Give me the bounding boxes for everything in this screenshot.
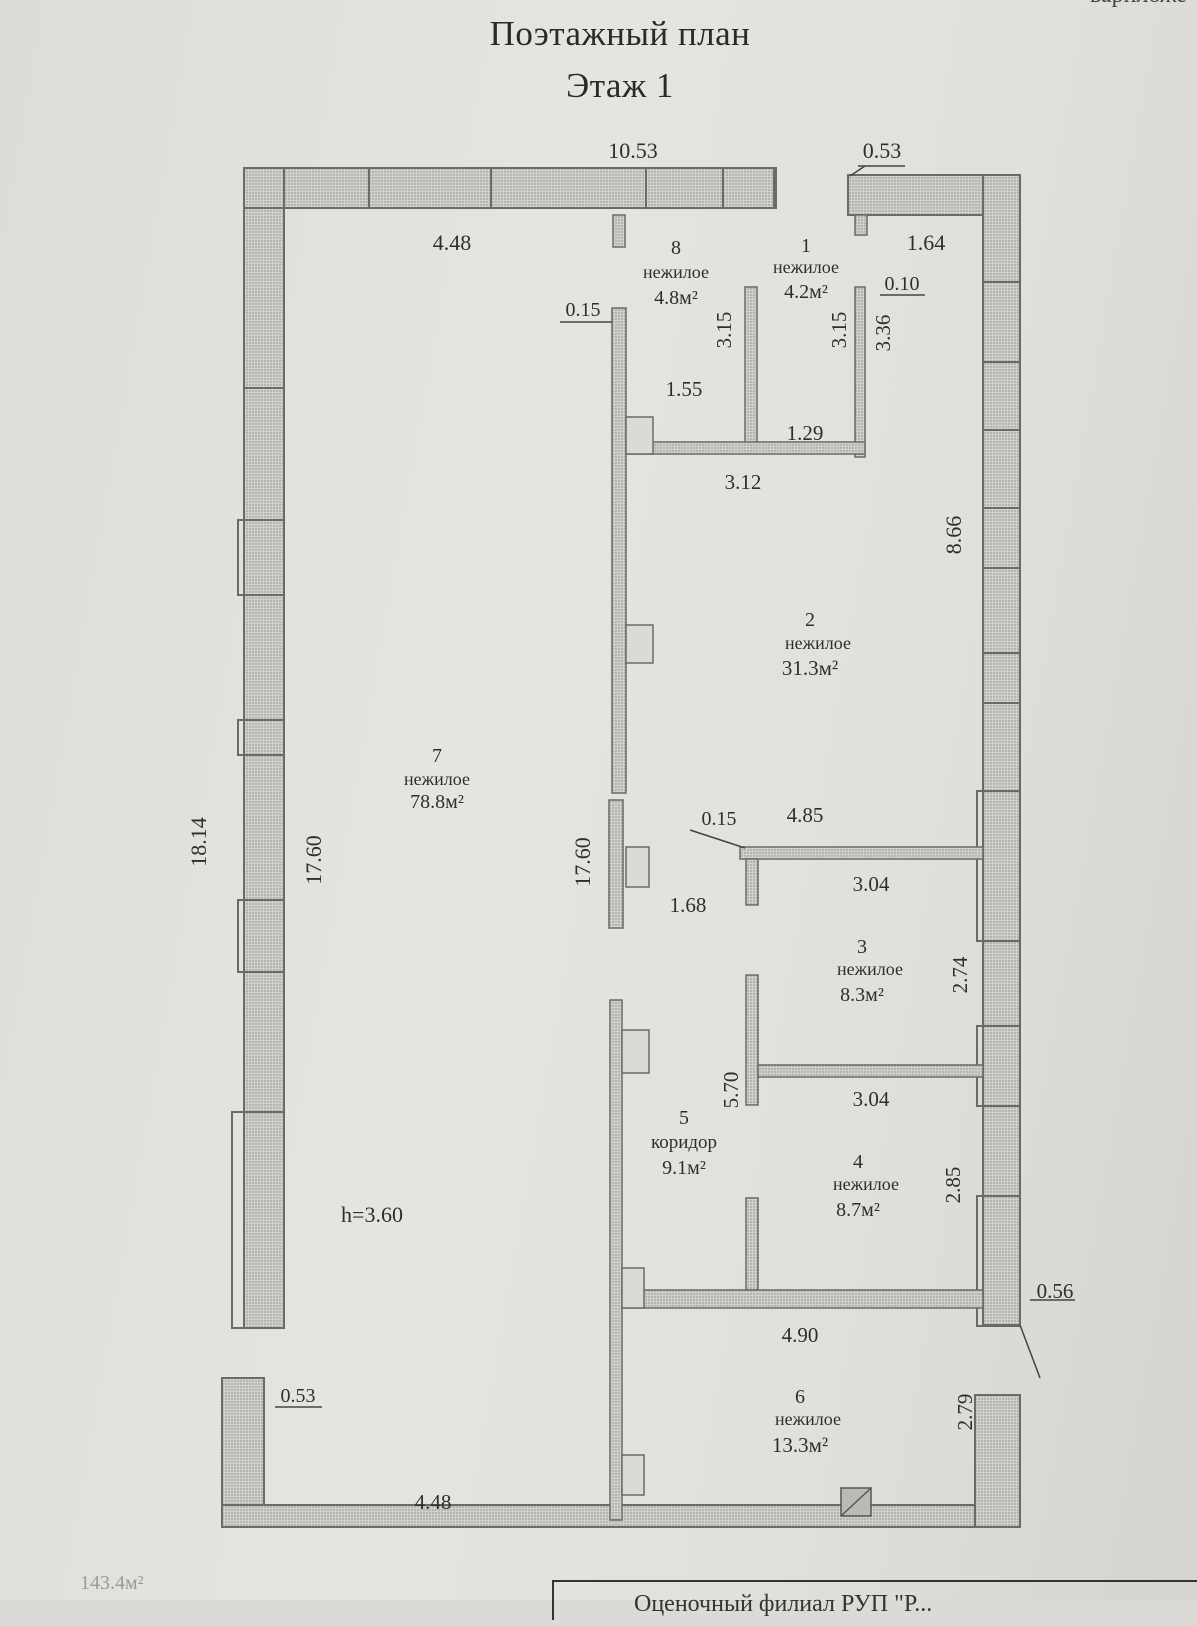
room-area: 31.3м² (782, 656, 838, 680)
room-use: нежилое (837, 959, 903, 979)
plan-title: Поэтажный план (489, 14, 751, 53)
dim-right-wall: 0.56 (1037, 1279, 1074, 1303)
dim-room6-top-width: 4.90 (782, 1323, 819, 1347)
room-2-label: 2 нежилое 31.3м² (782, 609, 851, 680)
room-number: 7 (432, 745, 442, 767)
dim-top-right-wall: 0.53 (863, 138, 902, 163)
dim-bottom-left-wall: 0.53 (281, 1385, 316, 1407)
room-3-label: 3 нежилое 8.3м² (837, 936, 903, 1006)
dim-room8-width: 1.55 (666, 377, 703, 401)
room-area: 4.8м² (654, 287, 698, 309)
room-number: 8 (671, 237, 681, 259)
dim-room4-height: 2.85 (941, 1167, 965, 1204)
room-6-label: 6 нежилое 13.3м² (772, 1386, 841, 1457)
left-windows (231, 387, 285, 1329)
room-number: 1 (801, 235, 811, 257)
dim-partition-1: 0.10 (885, 273, 920, 295)
room-use: коридор (651, 1132, 717, 1153)
stamp-text: Оценочный филиал РУП "Р... (634, 1591, 933, 1617)
room-area: 8.3м² (840, 984, 884, 1006)
room-use: нежилое (643, 262, 709, 282)
dim-room4-top-width: 3.04 (853, 1087, 890, 1111)
room-area: 4.2м² (784, 281, 828, 303)
dim-room7-length-right: 17.60 (570, 837, 595, 887)
room-use: нежилое (775, 1409, 841, 1429)
room-use: нежилое (785, 633, 851, 653)
dim-room8-height: 3.15 (712, 312, 736, 349)
dim-room6-height: 2.79 (953, 1394, 977, 1431)
room-area: 78.8м² (410, 791, 464, 813)
exterior-walls (221, 167, 1021, 1528)
dim-room5-height: 5.70 (719, 1072, 743, 1109)
dim-top-right-inner: 1.64 (907, 230, 946, 255)
dim-top-width: 10.53 (608, 138, 658, 163)
total-area: 143.4м² (80, 1572, 144, 1594)
leader-lines (275, 165, 1075, 1408)
dimension-labels: 10.53 0.53 4.48 1.64 0.15 0.10 1.55 1.29… (186, 138, 1073, 1514)
corner-text: вариложе (1090, 0, 1187, 9)
stamp-box: Оценочный филиал РУП "Р... (552, 1580, 1197, 1620)
dim-partition-8: 0.15 (566, 299, 601, 321)
interior-walls (608, 214, 984, 1521)
room-area: 8.7м² (836, 1199, 880, 1221)
dim-room3-partition: 0.15 (702, 808, 737, 830)
room-7-label: 7 нежилое 78.8м² (404, 745, 470, 813)
floor-label: Этаж 1 (566, 66, 674, 105)
dim-room2-top-width: 3.12 (725, 470, 762, 494)
dim-room7-length-left: 17.60 (301, 835, 326, 885)
dim-room1-height: 3.15 (827, 312, 851, 349)
room-number: 6 (795, 1386, 805, 1408)
room-area: 13.3м² (772, 1433, 828, 1457)
dim-room3-top-width: 3.04 (853, 872, 890, 896)
entry-mark (840, 1487, 872, 1517)
ceiling-height: h=3.60 (341, 1202, 403, 1227)
room-number: 4 (853, 1151, 863, 1173)
dim-top-left-inner: 4.48 (433, 230, 472, 255)
dim-bottom-left-inner: 4.48 (415, 1490, 452, 1514)
room-use: нежилое (404, 769, 470, 789)
room-number: 3 (857, 936, 867, 958)
dim-room2-height: 8.66 (941, 516, 966, 555)
column-markers (621, 416, 654, 1496)
room-area: 9.1м² (662, 1157, 706, 1179)
dim-room3-height: 2.74 (948, 956, 972, 993)
room-1-label: 1 нежилое 4.2м² (773, 235, 839, 303)
room-8-label: 8 нежилое 4.8м² (643, 237, 709, 309)
room-number: 2 (805, 609, 815, 631)
room-4-label: 4 нежилое 8.7м² (833, 1151, 899, 1221)
room-use: нежилое (773, 257, 839, 277)
dim-outer-length: 18.14 (186, 817, 211, 867)
dim-room1-width: 1.29 (787, 421, 824, 445)
room-number: 5 (679, 1107, 689, 1129)
right-windows (976, 281, 1021, 1327)
dim-room2-bottom-width: 4.85 (787, 803, 824, 827)
room-use: нежилое (833, 1174, 899, 1194)
top-windows (243, 167, 849, 215)
dim-room5-width: 1.68 (670, 893, 707, 917)
room-5-label: 5 коридор 9.1м² (651, 1107, 717, 1179)
dim-right-upper-height: 3.36 (871, 315, 895, 352)
